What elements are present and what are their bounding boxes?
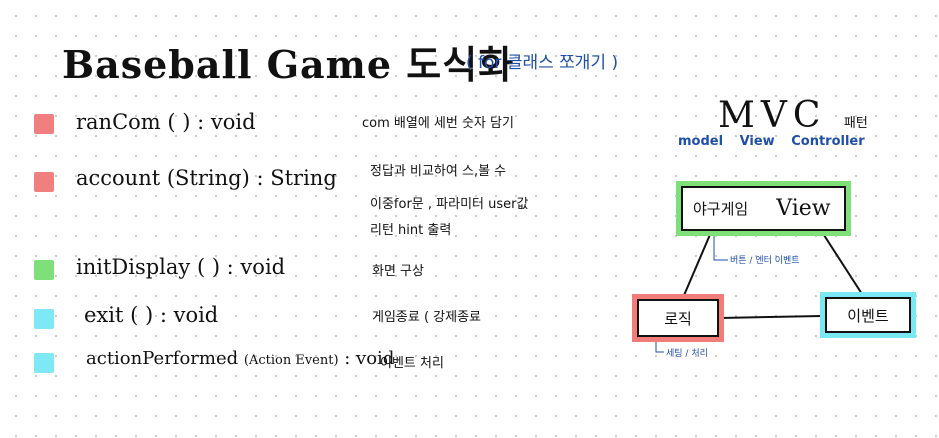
mvc-title-text: MVC [718, 95, 827, 136]
mvc-title-suffix: 패턴 [843, 116, 868, 131]
event-node: 이벤트 [825, 297, 911, 333]
logic-node: 로직 [637, 299, 719, 337]
red-marker-icon [34, 114, 54, 134]
event-node-label: 이벤트 [847, 306, 889, 325]
cyan-marker-icon [34, 309, 54, 329]
view-node: 야구게임 View [681, 186, 846, 231]
method-initdisplay: initDisplay ( ) : void [76, 255, 286, 279]
cyan-marker-icon [34, 353, 54, 373]
red-marker-icon [34, 172, 54, 192]
method-actionperformed: actionPerformed (Action Event) : void [86, 348, 394, 369]
method-return: : void [344, 348, 395, 369]
mvc-title: MVC 패턴 [718, 95, 868, 136]
method-account: account (String) : String [76, 166, 337, 190]
desc-actionperformed: 이벤트 처리 [380, 356, 444, 371]
logic-node-label: 로직 [664, 309, 692, 328]
desc-account-3: 리턴 hint 출력 [370, 223, 452, 238]
logic-note: 세팅 / 처리 [666, 349, 708, 359]
desc-initdisplay: 화면 구상 [372, 264, 424, 279]
desc-account-1: 정답과 비교하여 스,볼 수 [370, 164, 507, 179]
method-arg: (Action Event) [243, 353, 339, 368]
method-name: actionPerformed [86, 348, 239, 369]
method-exit: exit ( ) : void [84, 303, 219, 327]
view-node-label: 야구게임 [693, 200, 749, 218]
mvc-subtitle: model View Controller [678, 134, 865, 149]
view-note: 버튼 / 엔터 이벤트 [730, 256, 800, 266]
page-title: Baseball Game 도식화 [62, 42, 515, 87]
page-subtitle: ( for 클래스 쪼개기 ) [466, 53, 619, 73]
desc-exit: 게임종료 ( 강제종료 [372, 310, 482, 325]
desc-account-2: 이중for문 , 파라미터 user값 [370, 197, 529, 212]
method-rancom: ranCom ( ) : void [76, 110, 256, 134]
view-node-label2: View [776, 196, 831, 221]
desc-rancom: com 배열에 세번 숫자 담기 [362, 116, 514, 131]
green-marker-icon [34, 260, 54, 280]
